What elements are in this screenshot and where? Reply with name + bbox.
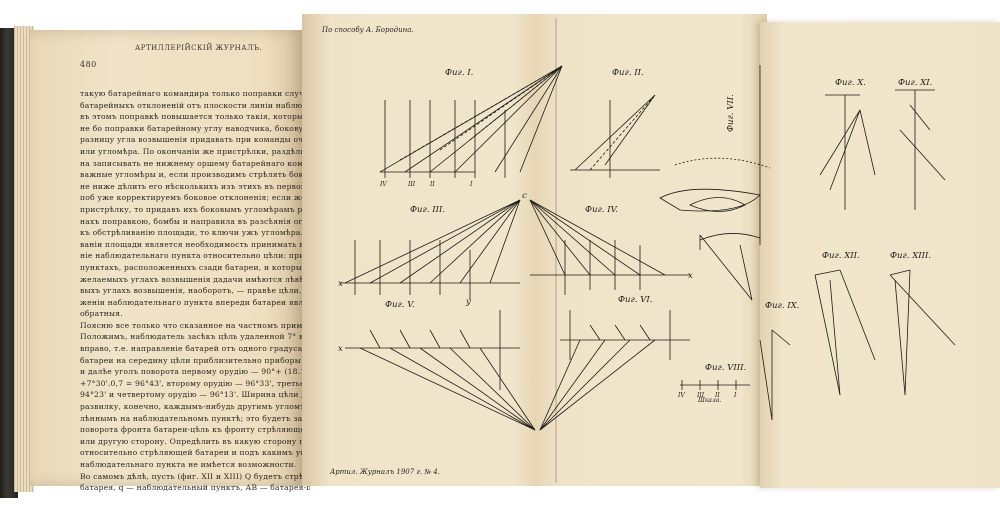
text-line: желаемыхъ углахъ возвышенія дадачи имѣют…: [80, 274, 310, 284]
figure-4-drawing: [529, 199, 690, 295]
figure-1-drawing: [379, 65, 563, 178]
text-line: или другую сторону. Опредѣлить въ какую …: [80, 436, 310, 446]
book-spine: [0, 28, 18, 498]
caption-fig-5: Фиг. V.: [385, 300, 415, 310]
text-line: пристрѣлку, то придавъ ихъ боковымъ угло…: [80, 204, 310, 214]
fig3-axis-y: y: [465, 297, 471, 307]
figure-11-drawing: [895, 89, 946, 210]
fig1-label-iv: IV: [379, 181, 387, 188]
text-line: развилку, конечно, каждымъ-нибудь другим…: [80, 402, 310, 412]
text-line: поворота фронта батареи-цѣль къ фронту с…: [80, 425, 310, 435]
fig4-axis-x: x: [688, 271, 693, 281]
figure-12-drawing: [814, 269, 876, 396]
caption-fig-13: Фиг. XIII.: [890, 251, 931, 261]
left-text-page: 480 АРТИЛЛЕРІЙСКІЙ ЖУРНАЛЪ. такую батаре…: [30, 30, 310, 492]
plate-header-note: По способу А. Бородина.: [322, 26, 414, 34]
text-line: ваніи площади является необходимость при…: [80, 239, 310, 249]
text-line: обратныя.: [80, 309, 123, 319]
caption-fig-2: Фиг. II.: [612, 68, 644, 78]
text-line: не бо поправки батарейному углу наводчик…: [80, 123, 310, 133]
running-title: АРТИЛЛЕРІЙСКІЙ ЖУРНАЛЪ.: [135, 44, 263, 52]
figure-7-drawing: [659, 65, 771, 301]
figure-8-drawing: [680, 380, 750, 390]
text-line: не ниже дѣлить его нѣсколькихъ изъ этихъ…: [80, 181, 310, 191]
caption-fig-12: Фиг. XII.: [822, 251, 860, 261]
plate-fold-crease: [555, 18, 557, 483]
text-line: поб уже корректируемъ боковое отклоненія…: [80, 193, 310, 203]
text-line: наблюдательнаго пункта не имѣется возмож…: [80, 460, 297, 469]
figure-5-drawing: [345, 310, 536, 431]
text-line: важные угломѣры и, если производимъ стрѣ…: [80, 170, 310, 180]
fig8-label-ii: II: [714, 392, 720, 399]
fig1-label-i: I: [469, 181, 473, 188]
text-line: ніе наблюдательнаго пункта относительно …: [80, 251, 310, 261]
figure-6-drawing: [539, 310, 690, 431]
figure-13-drawing: [889, 269, 956, 396]
caption-fig-4: Фиг. IV.: [585, 205, 618, 215]
text-line: батарея, q — наблюдательный пунктъ, АВ —…: [80, 483, 310, 493]
fig3-point-c: c: [522, 191, 527, 201]
text-line: Во самомъ дѣлѣ, пусть (фиг. XII и XIII) …: [80, 471, 310, 481]
text-line: 94°23' и четвертому орудію — 96°13'. Шир…: [80, 390, 310, 400]
text-line: батареи на середину цѣли приблизительно …: [80, 355, 310, 365]
fig8-label-i: I: [733, 392, 737, 399]
fig8-label-iii: III: [696, 392, 705, 399]
caption-fig-10: Фиг. X.: [835, 78, 866, 88]
fig8-label-iv: IV: [677, 392, 685, 399]
text-line: выхъ углахъ возвышенія, наоборотъ, — пра…: [80, 286, 310, 296]
fig5-axis-x: x: [338, 344, 343, 354]
text-line: вправо, т.е. направленіе батарей отъ одн…: [80, 344, 310, 354]
text-line: батарейныхъ отклоненій отъ плоскости лин…: [80, 100, 310, 110]
fig3-axis-x: x: [338, 279, 343, 289]
body-text: такую батарейнаго командира только попра…: [80, 88, 310, 494]
text-line: или угломѣра. По окончаніи же пристрѣлки…: [80, 146, 310, 156]
caption-fig-1: Фиг. I.: [445, 68, 473, 78]
fig1-label-iii: III: [407, 181, 416, 188]
caption-fig-7: Фиг. VII.: [726, 94, 736, 132]
figure-9-drawing: [759, 329, 791, 421]
figure-2-drawing: [570, 94, 660, 178]
scale-label: Шкала.: [697, 397, 721, 404]
text-line: и далѣе уголъ поворота первому орудію — …: [80, 367, 310, 377]
page-number: 480: [80, 60, 97, 69]
plate-footer-note: Артил. Журналъ 1907 г. № 4.: [330, 468, 440, 476]
text-line: пунктахъ, расположенныхъ сзади батареи, …: [80, 262, 310, 272]
text-line: +7°30'.0,7 = 96°43', второму орудію — 96…: [80, 378, 310, 388]
text-line: нахъ поправкою, бомбы и направила въ раз…: [80, 216, 310, 226]
figure-3-drawing: [340, 199, 521, 300]
plate-page: [302, 14, 767, 486]
text-line: на записывать не нижнему оршему батарейн…: [80, 158, 310, 168]
text-line: Поясню все только что сказанное на частн…: [80, 320, 310, 330]
text-line: разницу угла возвышенія придавать при ко…: [80, 135, 310, 145]
caption-fig-9: Фиг. IX.: [765, 301, 799, 311]
text-line: Положимъ, наблюдатель засѣкъ цѣль удален…: [80, 332, 310, 342]
caption-fig-3: Фиг. III.: [410, 205, 445, 215]
foldout-sheet: [760, 22, 1000, 488]
text-line: женіи наблюдательнаго пункта впереди бат…: [80, 297, 310, 307]
fig1-label-ii: II: [429, 181, 435, 188]
figure-10-drawing: [819, 94, 876, 210]
text-line: относительно стрѣляющей батареи и подъ к…: [80, 448, 310, 458]
caption-fig-8: Фиг. VIII.: [705, 363, 746, 373]
caption-fig-11: Фиг. XI.: [898, 78, 932, 88]
text-line: въ этомъ поправкѣ повышается только такі…: [80, 112, 310, 122]
text-line: лѣннымъ на наблюдательномъ пунктѣ; это б…: [80, 413, 310, 423]
text-line: такую батарейнаго командира только попра…: [80, 89, 310, 98]
text-line: къ обстрѣливанію площади, то ключи ужъ у…: [80, 228, 310, 238]
page-edges: [14, 26, 34, 492]
caption-fig-6: Фиг. VI.: [618, 295, 652, 305]
